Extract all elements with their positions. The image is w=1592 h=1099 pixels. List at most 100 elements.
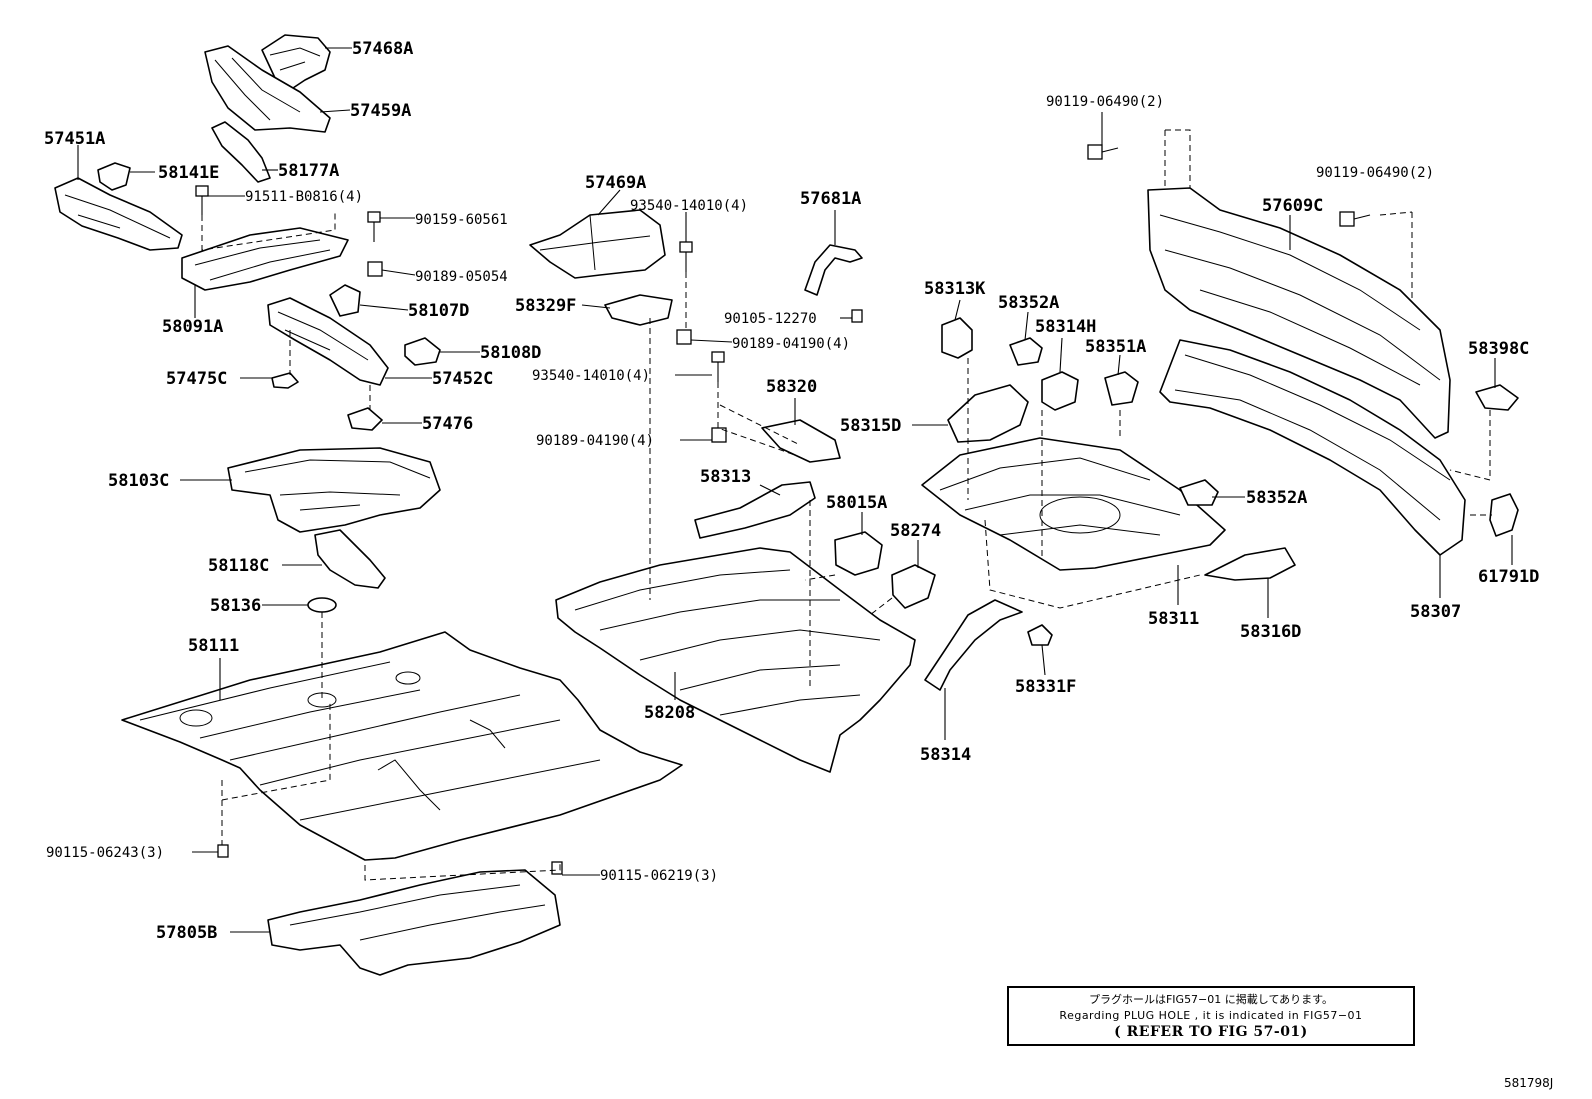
label-93540-14010-a: 93540-14010(4) — [630, 198, 748, 214]
note-english: Regarding PLUG HOLE , it is indicated in… — [1059, 1009, 1363, 1022]
label-90159-60561: 90159-60561 — [415, 212, 508, 228]
figure-id: 581798J — [1504, 1076, 1554, 1090]
bolt-icon — [367, 211, 381, 223]
label-61791D: 61791D — [1478, 567, 1539, 587]
label-58331F: 58331F — [1015, 677, 1076, 697]
part-labels: 57468A 57459A 57451A 58177A 58141E 91511… — [44, 39, 1539, 943]
part-58015A-shape — [834, 531, 883, 576]
label-58015A: 58015A — [826, 493, 887, 513]
label-90115-06243: 90115-06243(3) — [46, 845, 164, 861]
label-58208: 58208 — [644, 703, 695, 723]
clip-icon — [676, 329, 692, 345]
label-57452C: 57452C — [432, 369, 493, 389]
label-58398C: 58398C — [1468, 339, 1529, 359]
label-58311: 58311 — [1148, 609, 1199, 629]
label-58352A-a: 58352A — [998, 293, 1059, 313]
part-58313K-shape — [941, 317, 973, 359]
label-58103C: 58103C — [108, 471, 169, 491]
part-58352A-a-shape — [1009, 337, 1043, 366]
label-58313K: 58313K — [924, 279, 986, 299]
label-58351A: 58351A — [1085, 337, 1146, 357]
label-57805B: 57805B — [156, 923, 217, 943]
label-58320: 58320 — [766, 377, 817, 397]
label-57451A: 57451A — [44, 129, 105, 149]
bolt-icon — [679, 241, 693, 253]
part-58136-shape — [307, 597, 337, 613]
label-57609C: 57609C — [1262, 196, 1323, 216]
part-58108D-shape — [404, 337, 441, 366]
label-58136: 58136 — [210, 596, 261, 616]
part-57609C-shape — [1147, 187, 1451, 439]
clip-icon — [367, 261, 383, 277]
part-58091A-shape — [181, 227, 349, 291]
label-58314H: 58314H — [1035, 317, 1096, 337]
label-90189-04190-a: 90189-04190(4) — [732, 336, 850, 352]
part-58141E-shape — [97, 162, 131, 191]
label-58141E: 58141E — [158, 163, 219, 183]
bolt-icon — [711, 351, 725, 363]
part-57681A-shape — [804, 244, 863, 296]
part-58118C-shape — [314, 529, 386, 589]
part-57451A-shape — [54, 177, 183, 251]
note-reference: ( REFER TO FIG 57-01) — [1114, 1024, 1308, 1040]
bolt-icon — [851, 309, 863, 323]
label-90115-06219: 90115-06219(3) — [600, 868, 718, 884]
clip-icon — [711, 427, 727, 443]
label-90189-05054: 90189-05054 — [415, 269, 508, 285]
part-58307-shape — [1159, 339, 1466, 556]
part-58311-shape — [921, 437, 1226, 571]
part-57452C-shape — [267, 297, 389, 386]
label-90105-12270: 90105-12270 — [724, 311, 817, 327]
part-58316D-shape — [1204, 547, 1296, 581]
bolt-icons — [195, 144, 1371, 875]
label-57459A: 57459A — [350, 101, 411, 121]
part-57469A-shape — [529, 209, 666, 279]
bolt-icon — [195, 185, 209, 197]
leader-lines — [77, 47, 1513, 933]
label-58108D: 58108D — [480, 343, 541, 363]
part-58274-shape — [891, 564, 936, 609]
reference-note-box: プラグホールはFIG57−01 に掲載してあります。 Regarding PLU… — [1007, 986, 1415, 1046]
label-58118C: 58118C — [208, 556, 269, 576]
part-58177A-shape — [211, 121, 271, 183]
alignment-lines — [201, 129, 1492, 881]
part-58351A-shape — [1104, 371, 1139, 406]
part-58315D-shape — [947, 384, 1029, 443]
label-58111: 58111 — [188, 636, 239, 656]
label-57681A: 57681A — [800, 189, 861, 209]
part-58111-shape — [121, 631, 683, 861]
part-61791D-shape — [1489, 493, 1519, 537]
label-57476: 57476 — [422, 414, 473, 434]
part-58329F-shape — [604, 294, 673, 326]
part-58208-shape — [555, 547, 916, 773]
bolt-icon — [1087, 144, 1103, 160]
label-93540-14010-b: 93540-14010(4) — [532, 368, 650, 384]
part-57476-shape — [347, 407, 383, 431]
part-57475C-shape — [271, 372, 299, 389]
label-91511-B0816: 91511-B0816(4) — [245, 189, 363, 205]
label-57475C: 57475C — [166, 369, 227, 389]
bolt-icon — [551, 861, 563, 875]
part-58107D-shape — [329, 284, 361, 317]
bolt-icon — [1339, 211, 1355, 227]
label-57469A: 57469A — [585, 173, 646, 193]
label-58091A: 58091A — [162, 317, 223, 337]
part-58103C-shape — [227, 447, 441, 533]
label-58352A-b: 58352A — [1246, 488, 1307, 508]
label-58315D: 58315D — [840, 416, 901, 436]
part-58320-shape — [761, 419, 841, 463]
label-90189-04190-b: 90189-04190(4) — [536, 433, 654, 449]
label-58177A: 58177A — [278, 161, 339, 181]
label-58316D: 58316D — [1240, 622, 1301, 642]
label-58329F: 58329F — [515, 296, 576, 316]
label-57468A: 57468A — [352, 39, 413, 59]
label-90119-06490-a: 90119-06490(2) — [1046, 94, 1164, 110]
note-japanese: プラグホールはFIG57−01 に掲載してあります。 — [1088, 993, 1334, 1006]
part-57459A-shape — [204, 45, 331, 133]
part-58352A-b-shape — [1179, 479, 1219, 506]
part-58314H-shape — [1041, 371, 1079, 411]
part-58331F-shape — [1027, 624, 1053, 646]
bolt-icon — [217, 844, 229, 858]
part-58398C-shape — [1475, 384, 1519, 411]
